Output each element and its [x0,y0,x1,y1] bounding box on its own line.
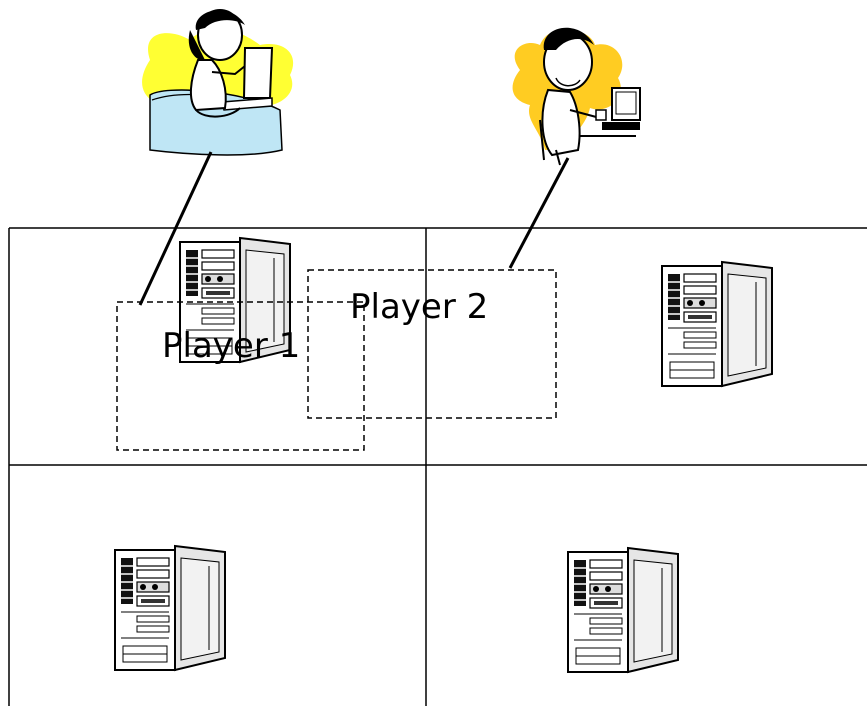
player1-area-box [116,301,365,451]
server-icon [114,545,226,671]
player1-connection-line [138,151,213,306]
player2-connection-line [508,157,570,269]
player2-area-box [307,269,557,419]
man-at-desktop-icon [512,27,641,166]
zone-grid [8,227,867,706]
player1-label: Player 1 [162,326,300,366]
woman-with-laptop-icon [142,9,294,156]
server-icon [661,261,773,387]
player2-label: Player 2 [350,287,488,327]
server-icon [567,547,679,673]
